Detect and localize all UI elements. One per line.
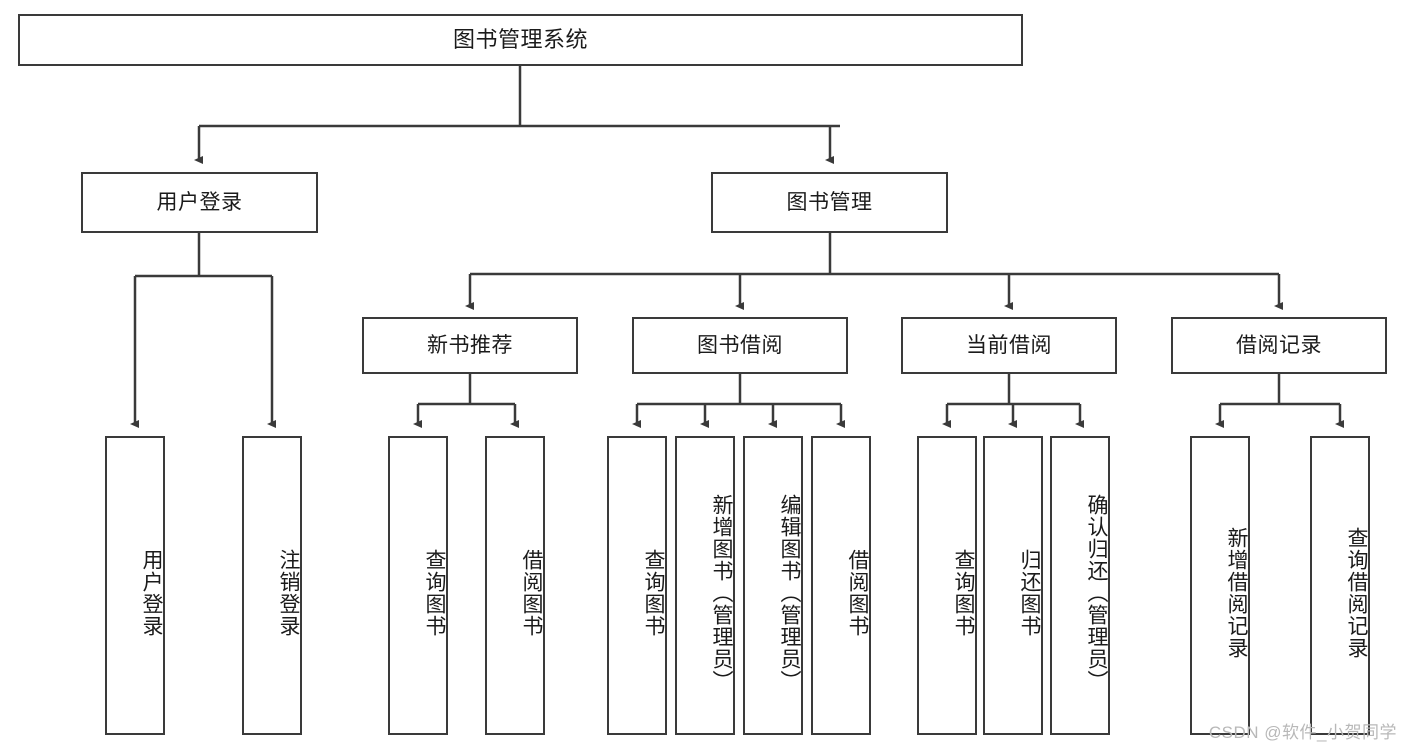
node-leaf-query-book-recommend-label: 查询图书: [423, 548, 446, 637]
node-leaf-user-login[interactable]: 用户登录: [105, 436, 165, 735]
node-leaf-borrow-book-recommend[interactable]: 借阅图书: [485, 436, 545, 735]
node-leaf-logout-label: 注销登录: [277, 548, 300, 637]
node-leaf-query-book-current[interactable]: 查询图书: [917, 436, 977, 735]
node-leaf-add-borrow-record[interactable]: 新增借阅记录: [1190, 436, 1250, 735]
node-new-book-recommend[interactable]: 新书推荐: [362, 317, 578, 374]
node-leaf-user-login-label: 用户登录: [140, 548, 163, 637]
watermark-text: CSDN @软件_小贺同学: [1208, 723, 1397, 742]
node-leaf-edit-book-admin[interactable]: 编辑图书（管理员）: [743, 436, 803, 735]
node-leaf-borrow-book[interactable]: 借阅图书: [811, 436, 871, 735]
node-leaf-add-book-admin-label: 新增图书（管理员）: [710, 493, 733, 692]
node-leaf-edit-book-admin-label: 编辑图书（管理员）: [778, 493, 801, 692]
node-book-borrow-label: 图书借阅: [697, 333, 783, 357]
node-current-borrow-label: 当前借阅: [966, 333, 1052, 357]
node-user-login[interactable]: 用户登录: [81, 172, 318, 233]
node-leaf-confirm-return-admin-label: 确认归还（管理员）: [1085, 493, 1108, 692]
node-book-manage-label: 图书管理: [786, 190, 873, 214]
node-borrow-record-label: 借阅记录: [1236, 333, 1322, 357]
node-leaf-add-book-admin[interactable]: 新增图书（管理员）: [675, 436, 735, 735]
node-leaf-return-book[interactable]: 归还图书: [983, 436, 1043, 735]
node-book-borrow[interactable]: 图书借阅: [632, 317, 848, 374]
node-current-borrow[interactable]: 当前借阅: [901, 317, 1117, 374]
node-leaf-query-book-borrow-label: 查询图书: [642, 548, 665, 637]
node-leaf-confirm-return-admin[interactable]: 确认归还（管理员）: [1050, 436, 1110, 735]
node-leaf-query-book-current-label: 查询图书: [952, 548, 975, 637]
node-leaf-return-book-label: 归还图书: [1018, 548, 1041, 637]
node-borrow-record[interactable]: 借阅记录: [1171, 317, 1387, 374]
node-leaf-query-book-recommend[interactable]: 查询图书: [388, 436, 448, 735]
node-new-book-recommend-label: 新书推荐: [427, 333, 513, 357]
node-leaf-logout[interactable]: 注销登录: [242, 436, 302, 735]
node-leaf-borrow-book-recommend-label: 借阅图书: [520, 548, 543, 637]
node-root[interactable]: 图书管理系统: [18, 14, 1023, 66]
node-root-label: 图书管理系统: [452, 26, 588, 52]
node-leaf-query-borrow-record-label: 查询借阅记录: [1345, 526, 1368, 659]
node-leaf-query-borrow-record[interactable]: 查询借阅记录: [1310, 436, 1370, 735]
node-leaf-query-book-borrow[interactable]: 查询图书: [607, 436, 667, 735]
node-book-manage[interactable]: 图书管理: [711, 172, 948, 233]
node-leaf-borrow-book-label: 借阅图书: [846, 548, 869, 637]
node-leaf-add-borrow-record-label: 新增借阅记录: [1225, 526, 1248, 659]
node-user-login-label: 用户登录: [156, 190, 243, 214]
